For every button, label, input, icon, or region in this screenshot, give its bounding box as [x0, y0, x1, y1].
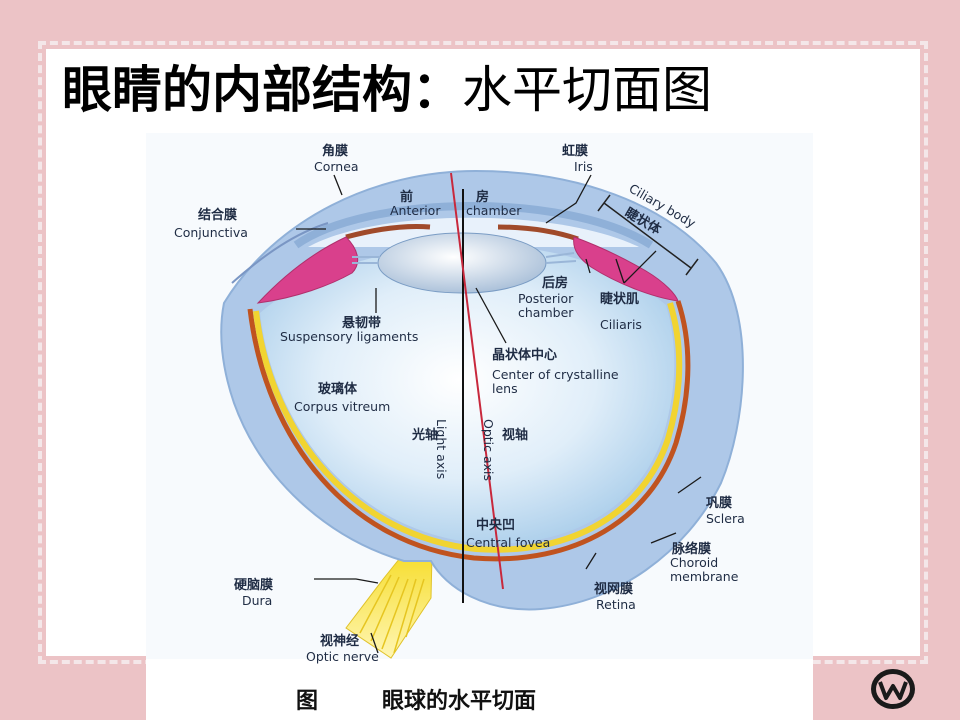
- ciliary-body-left: [256, 236, 359, 304]
- label-optic-axis-en: Optic axis: [481, 419, 496, 481]
- label-dura-en: Dura: [242, 593, 272, 608]
- retina-layer: [253, 302, 683, 553]
- label-conjunctiva-en: Conjunctiva: [174, 225, 248, 240]
- choroid-layer: [247, 300, 691, 562]
- label-vitreous-zh: 玻璃体: [318, 381, 358, 397]
- label-optic-axis-zh: 视轴: [502, 427, 528, 443]
- label-posterior-zh: 后房: [542, 275, 568, 291]
- label-suspensory-en: Suspensory ligaments: [280, 329, 418, 344]
- optic-axis-line: [450, 172, 504, 590]
- label-light-axis-zh-1: 光轴: [411, 427, 438, 443]
- cornea-layer: [293, 202, 654, 249]
- label-retina-en: Retina: [596, 597, 636, 612]
- publisher-logo-icon: [871, 669, 915, 709]
- title-separator: ：: [412, 61, 462, 119]
- iris-left: [345, 224, 431, 240]
- label-cornea-zh: 角膜: [322, 143, 348, 159]
- label-iris-zh: 虹膜: [562, 143, 588, 159]
- diagram-caption-prefix: 图: [296, 689, 318, 714]
- label-ciliaris-zh: 睫状肌: [600, 291, 639, 307]
- label-choroid-en-2: membrane: [670, 569, 739, 584]
- ciliary-body-bracket: [597, 194, 699, 276]
- optic-nerve-fibers: [359, 574, 425, 654]
- label-anterior-en-2: chamber: [466, 203, 522, 218]
- label-iris-en: Iris: [574, 159, 593, 174]
- label-fovea-en: Central fovea: [466, 535, 550, 550]
- label-sclera-zh: 巩膜: [706, 495, 732, 511]
- iris-right: [497, 224, 579, 242]
- label-fovea-zh: 中央凹: [476, 517, 515, 533]
- title-main: 眼睛的内部结构: [62, 61, 412, 119]
- anterior-chamber-fluid: [308, 217, 639, 247]
- label-dura-zh: 硬脑膜: [234, 577, 273, 593]
- vitreous-body: [260, 245, 675, 544]
- label-choroid-zh: 脉络膜: [671, 541, 711, 557]
- label-choroid-en-1: Choroid: [670, 555, 718, 570]
- label-anterior-zh-2: 房: [476, 189, 489, 205]
- slide-title: 眼睛的内部结构：水平切面图: [62, 58, 712, 122]
- label-optic-nerve-en: Optic nerve: [306, 649, 379, 664]
- label-lens-center-zh: 晶状体中心: [492, 347, 557, 363]
- suspensory-ligament-right: [545, 252, 577, 264]
- diagram-caption: 眼球的水平切面: [382, 688, 536, 714]
- label-conjunctiva-zh: 结合膜: [198, 207, 237, 223]
- leader-lines: [296, 174, 702, 654]
- ciliary-body-right: [573, 236, 679, 302]
- title-sub: 水平切面图: [462, 61, 712, 119]
- label-anterior-zh-1: 前: [400, 189, 413, 205]
- label-sclera-en: Sclera: [706, 511, 745, 526]
- label-optic-nerve-zh: 视神经: [320, 633, 359, 649]
- label-posterior-en-1: Posterior: [518, 291, 574, 306]
- label-light-axis-en: Light axis: [434, 419, 449, 479]
- label-suspensory-zh: 悬韧带: [342, 315, 381, 331]
- conjunctiva-line: [231, 222, 329, 284]
- label-lens-center-en-2: lens: [492, 381, 518, 396]
- label-lens-center-en-1: Center of crystalline: [492, 367, 619, 382]
- label-retina-zh: 视网膜: [594, 581, 633, 597]
- label-ciliaris-en: Ciliaris: [600, 317, 642, 332]
- label-posterior-en-2: chamber: [518, 305, 574, 320]
- label-vitreous-en: Corpus vitreum: [294, 399, 390, 414]
- label-cornea-en: Cornea: [314, 159, 359, 174]
- eye-horizontal-section-diagram: 角膜 Cornea 虹膜 Iris Ciliary body 睫状体 结合膜 C…: [146, 133, 813, 720]
- label-anterior-en-1: Anterior: [390, 203, 441, 218]
- suspensory-ligament-left: [352, 256, 380, 264]
